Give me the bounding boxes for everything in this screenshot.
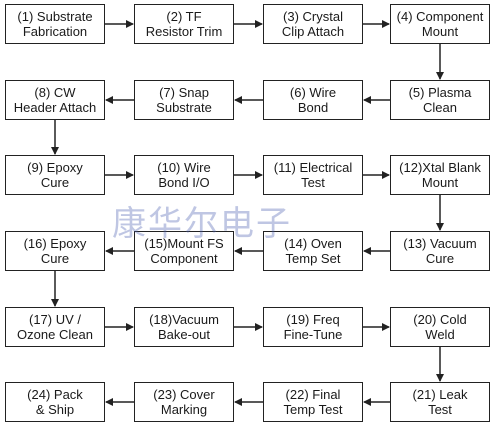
step-box-1: (1) Substrate Fabrication xyxy=(5,4,105,44)
step-box-9: (9) Epoxy Cure xyxy=(5,155,105,195)
step-box-6: (6) Wire Bond xyxy=(263,80,363,120)
step-box-7: (7) Snap Substrate xyxy=(134,80,234,120)
step-box-12: (12)Xtal Blank Mount xyxy=(390,155,490,195)
step-box-24: (24) Pack & Ship xyxy=(5,382,105,422)
step-box-8: (8) CW Header Attach xyxy=(5,80,105,120)
step-box-5: (5) Plasma Clean xyxy=(390,80,490,120)
step-box-18: (18)Vacuum Bake-out xyxy=(134,307,234,347)
step-box-15: (15)Mount FS Component xyxy=(134,231,234,271)
step-box-13: (13) Vacuum Cure xyxy=(390,231,490,271)
step-box-2: (2) TF Resistor Trim xyxy=(134,4,234,44)
step-box-3: (3) Crystal Clip Attach xyxy=(263,4,363,44)
step-box-22: (22) Final Temp Test xyxy=(263,382,363,422)
step-box-4: (4) Component Mount xyxy=(390,4,490,44)
step-box-20: (20) Cold Weld xyxy=(390,307,490,347)
step-box-14: (14) Oven Temp Set xyxy=(263,231,363,271)
step-box-10: (10) Wire Bond I/O xyxy=(134,155,234,195)
step-box-19: (19) Freq Fine-Tune xyxy=(263,307,363,347)
step-box-23: (23) Cover Marking xyxy=(134,382,234,422)
step-box-16: (16) Epoxy Cure xyxy=(5,231,105,271)
step-box-17: (17) UV / Ozone Clean xyxy=(5,307,105,347)
step-box-11: (11) Electrical Test xyxy=(263,155,363,195)
step-box-21: (21) Leak Test xyxy=(390,382,490,422)
